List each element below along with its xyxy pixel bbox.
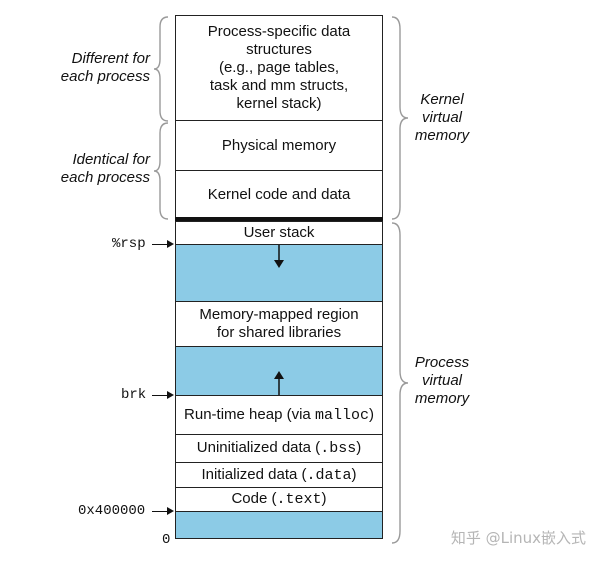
- segment-user-stack: User stack: [175, 221, 383, 245]
- segment-runtime-heap-label: Run-time heap (via malloc): [184, 405, 374, 424]
- segment-bss: Uninitialized data (.bss): [175, 434, 383, 463]
- label-different-for-each-process: Different for each process: [60, 50, 150, 85]
- segment-data-label: Initialized data (.data): [201, 465, 357, 484]
- segment-unused-low: [175, 511, 383, 539]
- label-process-virtual-memory: Process virtual memory: [414, 354, 470, 407]
- address-brk: brk: [121, 387, 147, 403]
- address-text-start: 0x400000: [78, 503, 146, 519]
- address-zero: 0: [162, 532, 171, 548]
- segment-data: Initialized data (.data): [175, 462, 383, 488]
- right-brace-kernel: [391, 16, 409, 220]
- segment-mmap-region: Memory-mapped region for shared librarie…: [175, 301, 383, 347]
- address-rsp: %rsp: [112, 236, 146, 252]
- segment-bss-label: Uninitialized data (.bss): [196, 439, 362, 457]
- left-brace-different: [153, 16, 169, 122]
- segment-physical-memory-label: Physical memory: [221, 136, 337, 154]
- segment-process-specific: Process-specific data structures (e.g., …: [175, 15, 383, 121]
- label-kernel-virtual-memory: Kernel virtual memory: [414, 91, 470, 144]
- segment-kernel-code: Kernel code and data: [175, 170, 383, 219]
- label-identical-for-each-process: Identical for each process: [60, 151, 150, 186]
- segment-process-specific-label: Process-specific data structures (e.g., …: [207, 23, 351, 112]
- arrow-rsp-line: [152, 244, 168, 245]
- right-brace-process: [391, 222, 409, 544]
- arrow-brk-line: [152, 395, 168, 396]
- segment-text: Code (.text): [175, 487, 383, 512]
- segment-text-label: Code (.text): [231, 490, 327, 508]
- arrow-text-start-line: [152, 511, 168, 512]
- arrow-text-start-head: [167, 507, 174, 515]
- left-brace-identical: [153, 122, 169, 220]
- arrow-rsp-head: [167, 240, 174, 248]
- segment-physical-memory: Physical memory: [175, 120, 383, 171]
- memory-layout: Process-specific data structures (e.g., …: [175, 15, 385, 545]
- watermark-text: 知乎 @Linux嵌入式: [450, 529, 586, 547]
- kernel-user-divider: [175, 217, 383, 221]
- segment-user-stack-label: User stack: [243, 224, 315, 241]
- segment-mmap-region-label: Memory-mapped region for shared librarie…: [199, 306, 359, 341]
- segment-kernel-code-label: Kernel code and data: [207, 185, 351, 203]
- segment-runtime-heap: Run-time heap (via malloc): [175, 395, 383, 435]
- heap-growth-up-arrow: [274, 371, 284, 395]
- arrow-brk-head: [167, 391, 174, 399]
- stack-growth-down-arrow: [274, 245, 284, 268]
